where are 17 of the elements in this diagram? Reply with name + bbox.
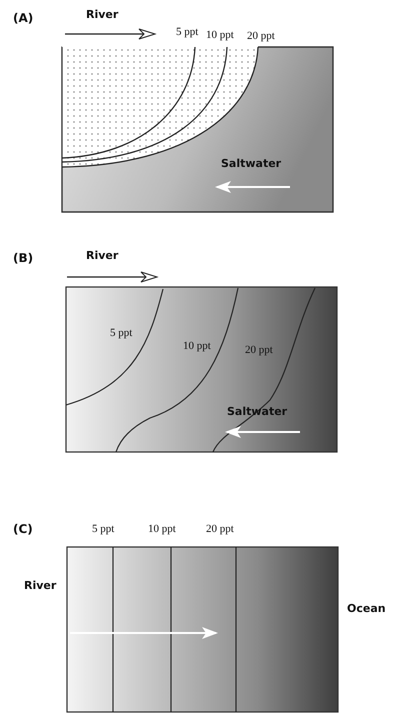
salinity-label: 20 ppt — [206, 524, 234, 535]
flow-label: River — [86, 9, 118, 20]
salinity-label: 10 ppt — [148, 524, 176, 535]
panel-label: (C) — [13, 523, 33, 535]
flow-label: Ocean — [347, 603, 386, 614]
panel-label: (B) — [13, 252, 34, 264]
salinity-label: 10 ppt — [183, 341, 211, 352]
flow-label: River — [24, 580, 56, 591]
salinity-label: 20 ppt — [245, 345, 273, 356]
salinity-label: 5 ppt — [176, 27, 198, 38]
salinity-label: 20 ppt — [247, 31, 275, 42]
salinity-label: 5 ppt — [110, 328, 132, 339]
flow-label: Saltwater — [221, 158, 282, 169]
panel-label: (A) — [13, 12, 34, 24]
salinity-label: 5 ppt — [92, 524, 114, 535]
salinity-label: 10 ppt — [206, 30, 234, 41]
flow-label: River — [86, 250, 118, 261]
